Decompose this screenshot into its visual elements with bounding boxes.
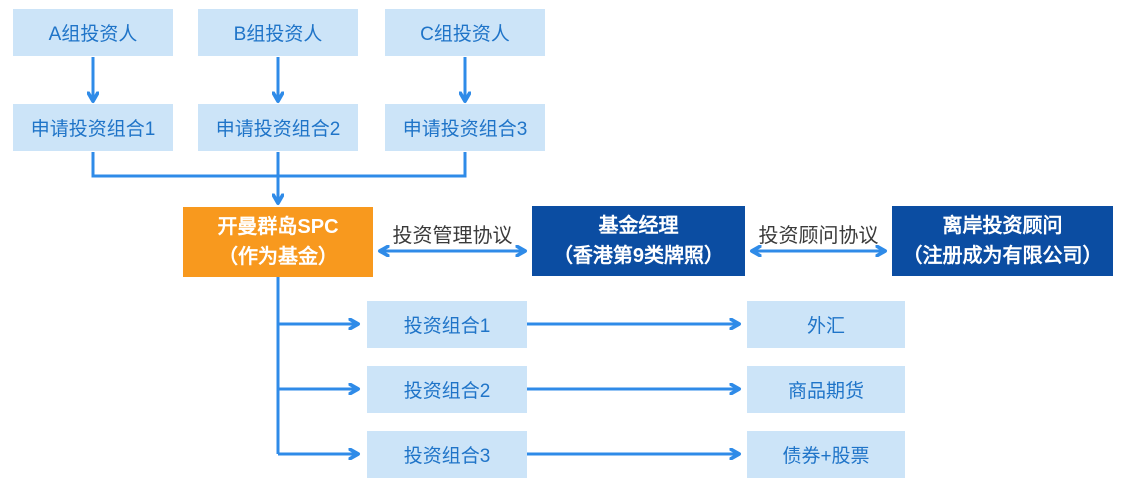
portfolio-2-box: 投资组合2 [367, 366, 527, 413]
advisory-agreement-label: 投资顾问协议 [758, 225, 879, 247]
investor-group-b-box: B组投资人 [198, 9, 358, 56]
application-portfolio-3-box: 申请投资组合3 [385, 104, 545, 151]
application-merge-connector [91, 152, 467, 202]
asset-forex-label: 外汇 [806, 316, 845, 337]
fund-manager-box: 基金经理 （香港第9类牌照） [532, 206, 745, 276]
application-portfolio-2-label: 申请投资组合2 [215, 119, 341, 140]
offshore-advisor-line1: 离岸投资顾问 [942, 215, 1063, 237]
application-portfolio-1-label: 申请投资组合1 [30, 119, 156, 140]
application-portfolio-1-box: 申请投资组合1 [13, 104, 173, 151]
fund-manager-line1: 基金经理 [598, 215, 679, 237]
portfolio-3-box: 投资组合3 [367, 431, 527, 478]
cayman-spc-fund-line1: 开曼群岛SPC [217, 216, 339, 238]
investor-group-c-box: C组投资人 [385, 9, 545, 56]
portfolio-to-asset-arrows [527, 324, 738, 454]
portfolio-3-label: 投资组合3 [403, 446, 491, 467]
investor-group-a-label: A组投资人 [48, 24, 138, 45]
asset-commodity-futures-label: 商品期货 [787, 381, 864, 402]
management-agreement-label: 投资管理协议 [392, 225, 513, 247]
asset-bonds-stocks-label: 债券+股票 [782, 446, 870, 467]
portfolio-1-label: 投资组合1 [403, 316, 491, 337]
fund-manager-line2: （香港第9类牌照） [552, 245, 725, 267]
application-portfolio-2-box: 申请投资组合2 [198, 104, 358, 151]
investor-group-c-label: C组投资人 [420, 24, 510, 45]
offshore-advisor-line2: （注册成为有限公司） [902, 245, 1103, 267]
portfolio-2-label: 投资组合2 [403, 381, 491, 402]
asset-commodity-futures-box: 商品期货 [747, 366, 905, 413]
investor-group-a-box: A组投资人 [13, 9, 173, 56]
cayman-spc-fund-box: 开曼群岛SPC （作为基金） [183, 207, 373, 277]
offshore-advisor-box: 离岸投资顾问 （注册成为有限公司） [892, 206, 1113, 276]
fund-to-portfolio-trunk [276, 277, 357, 454]
asset-forex-box: 外汇 [747, 301, 905, 348]
application-portfolio-3-label: 申请投资组合3 [402, 119, 528, 140]
investor-to-application-arrows [93, 57, 465, 100]
investor-group-b-label: B组投资人 [233, 24, 323, 45]
asset-bonds-stocks-box: 债券+股票 [747, 431, 905, 478]
portfolio-1-box: 投资组合1 [367, 301, 527, 348]
cayman-spc-fund-line2: （作为基金） [218, 246, 338, 268]
